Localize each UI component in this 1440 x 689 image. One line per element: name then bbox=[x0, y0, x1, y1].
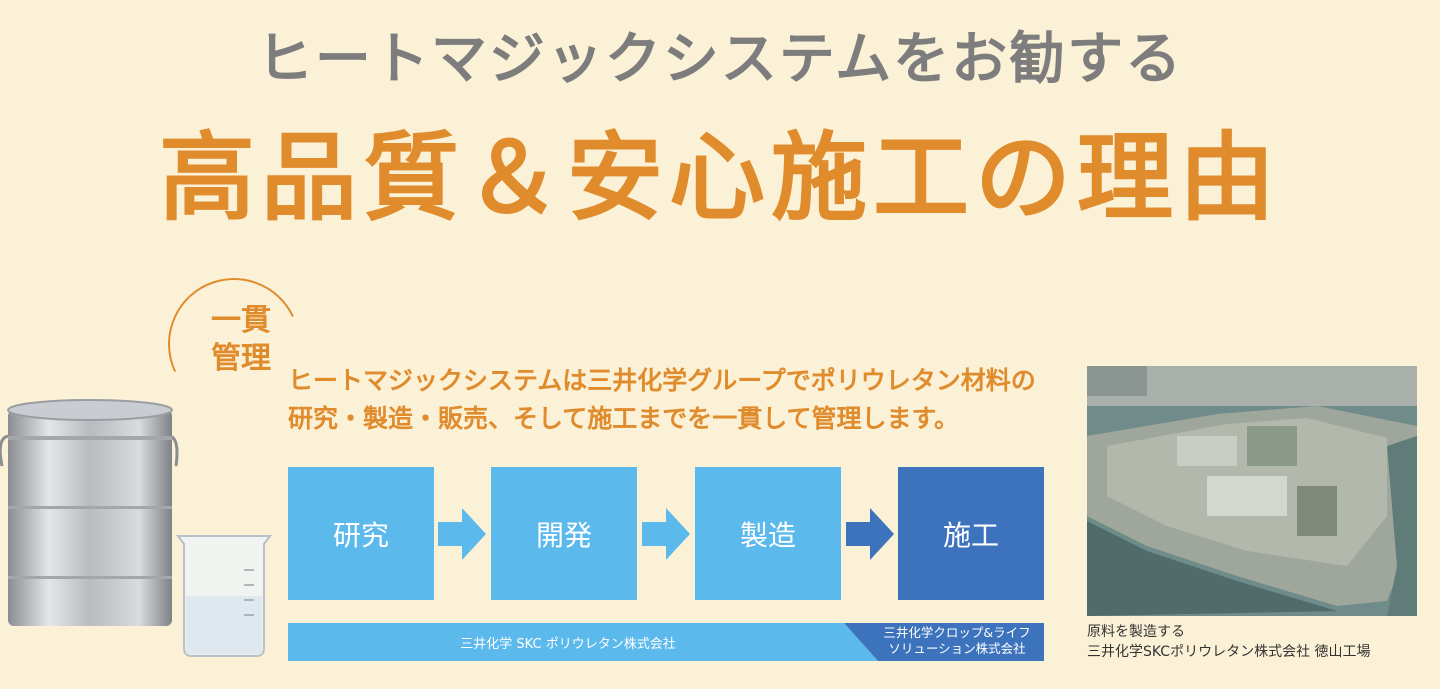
page-title: 高品質＆安心施工の理由 bbox=[159, 122, 1281, 234]
intro-line2: 研究・製造・販売、そして施工までを一貫して管理します。 bbox=[288, 404, 960, 433]
company-right-label: 三井化学クロップ&ライフ ソリューション株式会社 bbox=[862, 625, 1052, 657]
company-right-line1: 三井化学クロップ&ライフ bbox=[883, 625, 1031, 640]
company-right-line2: ソリューション株式会社 bbox=[888, 641, 1026, 656]
beaker-image bbox=[176, 535, 272, 657]
paint-can-image bbox=[0, 399, 179, 626]
factory-aerial-photo bbox=[1087, 366, 1417, 616]
step-manufacturing: 製造 bbox=[695, 467, 841, 600]
intro-text: ヒートマジックシステムは三井化学グループでポリウレタン材料の 研究・製造・販売、… bbox=[288, 362, 1068, 438]
photo-caption-line1: 原料を製造する bbox=[1087, 624, 1185, 640]
badge: 一貫 管理 bbox=[196, 302, 286, 378]
step-research: 研究 bbox=[288, 467, 434, 600]
company-left-label: 三井化学 SKC ポリウレタン株式会社 bbox=[460, 637, 676, 652]
badge-line1: 一貫 bbox=[211, 303, 271, 338]
badge-line2: 管理 bbox=[211, 341, 271, 376]
photo-caption: 原料を製造する 三井化学SKCポリウレタン株式会社 徳山工場 bbox=[1087, 622, 1432, 662]
step-construction: 施工 bbox=[898, 467, 1044, 600]
arrow-right-icon bbox=[846, 508, 894, 560]
step-development: 開発 bbox=[491, 467, 637, 600]
page-subtitle: ヒートマジックシステムをお勧する bbox=[256, 27, 1184, 92]
photo-caption-line2: 三井化学SKCポリウレタン株式会社 徳山工場 bbox=[1087, 644, 1371, 660]
arrow-right-icon bbox=[438, 508, 486, 560]
arrow-right-icon bbox=[642, 508, 690, 560]
intro-line1: ヒートマジックシステムは三井化学グループでポリウレタン材料の bbox=[288, 366, 1036, 395]
company-bar bbox=[288, 623, 1044, 661]
